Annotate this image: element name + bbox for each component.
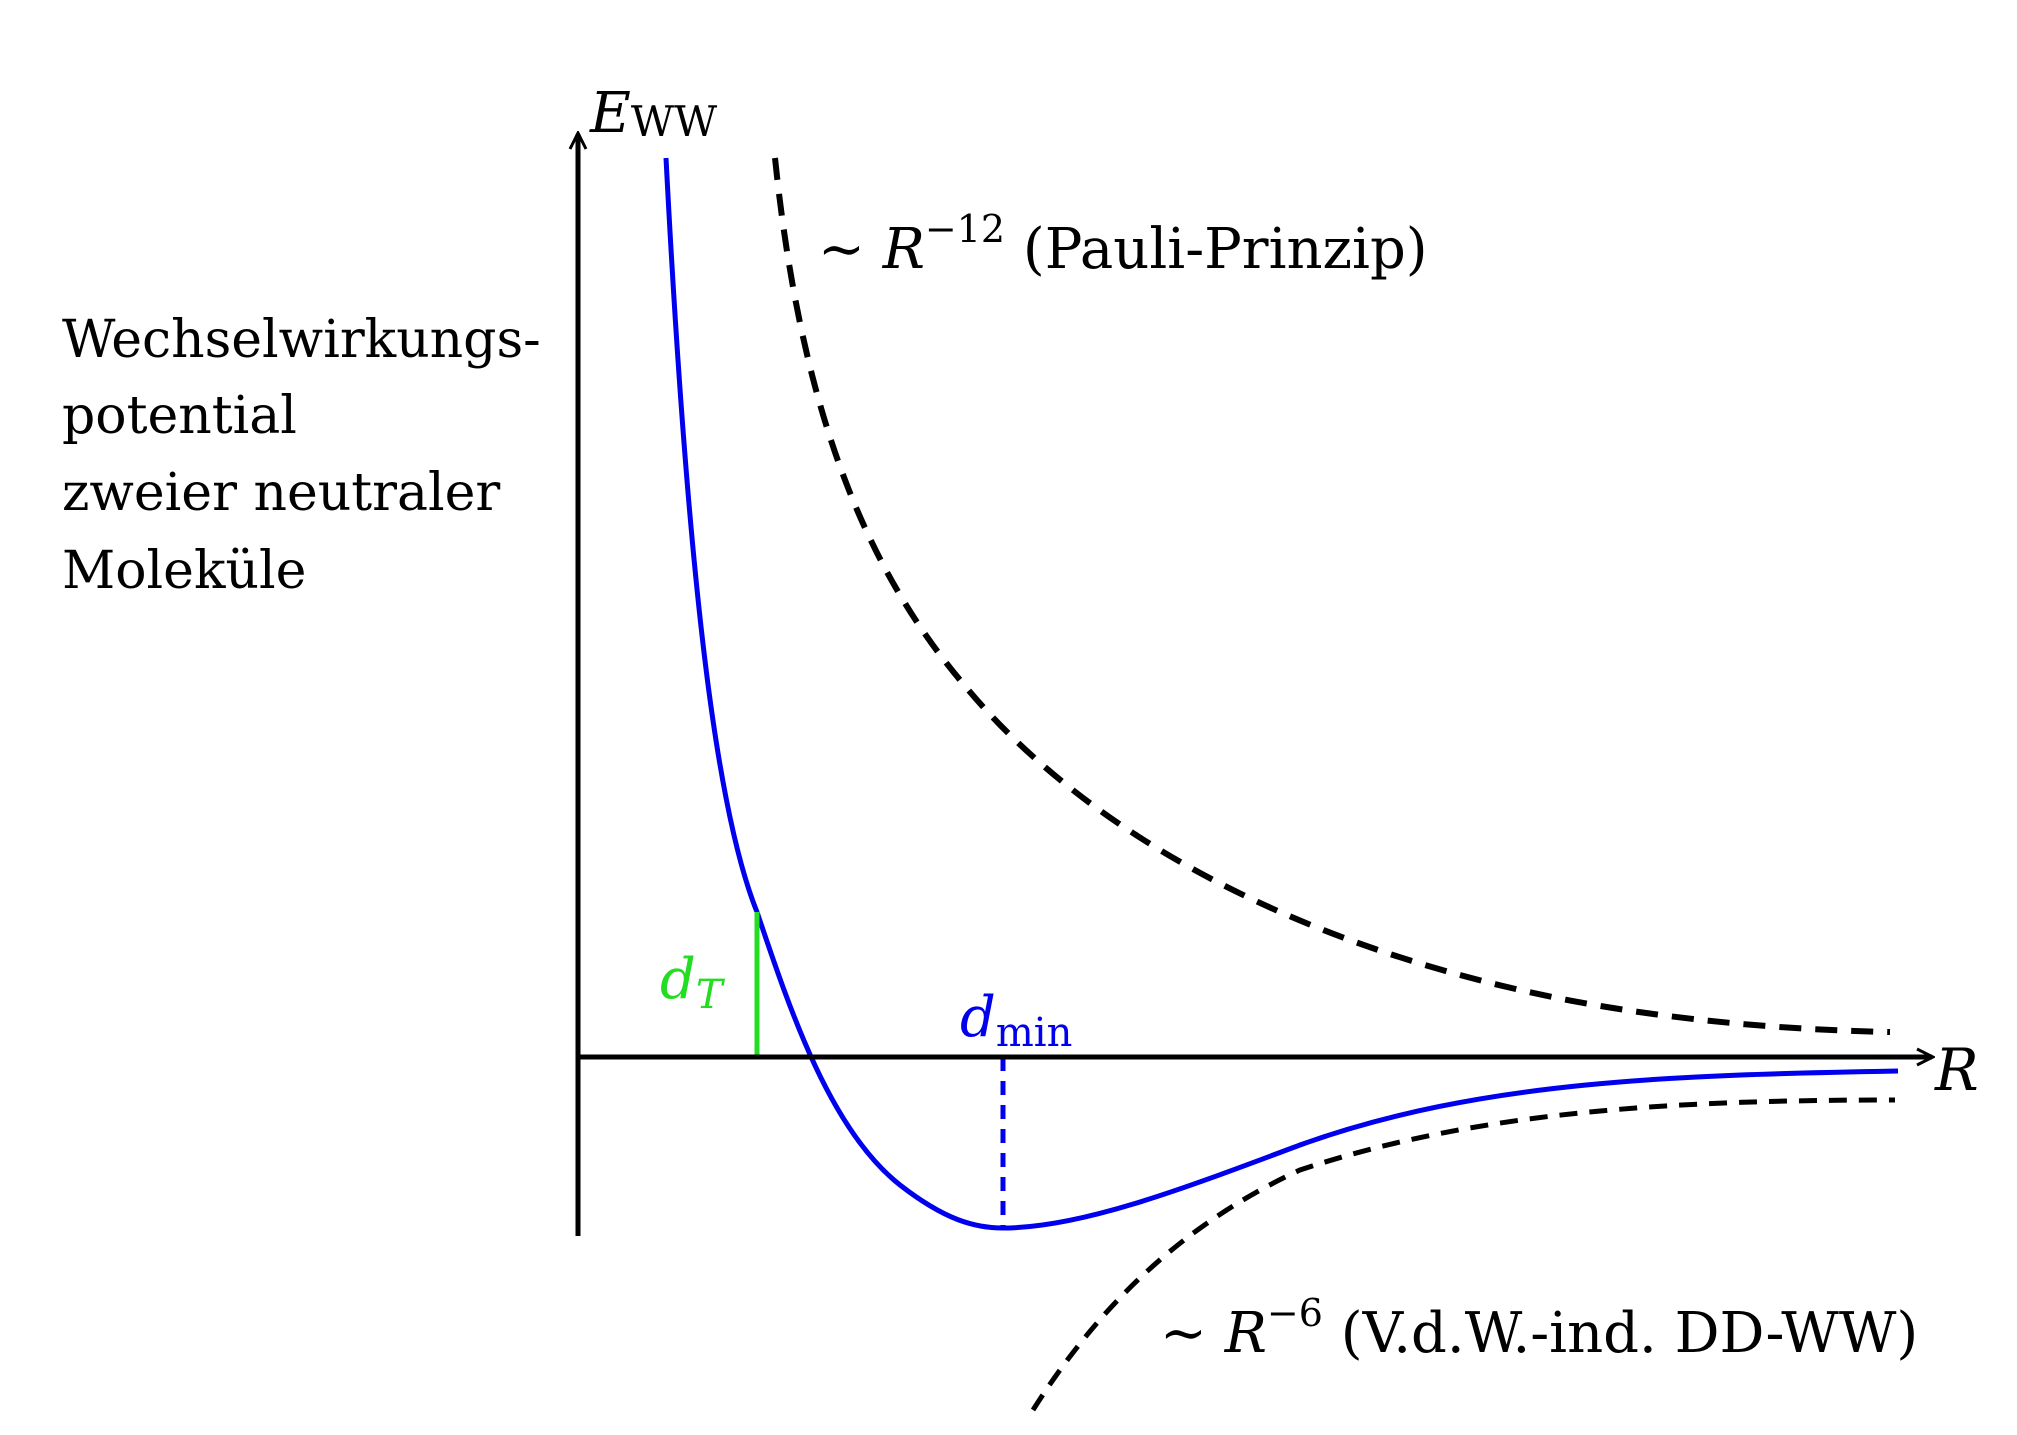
x-axis-label: R (1934, 1036, 1979, 1104)
repulsive-asymptote-curve (772, 157, 1891, 1035)
side-text-line-4: Moleküle (62, 541, 306, 601)
potential-curve (663, 157, 1899, 1231)
side-text-line-1: Wechselwirkungs- (62, 310, 541, 370)
attractive-annotation: ∼ R−6 (V.d.W.-ind. DD-WW) (1160, 1291, 1918, 1366)
side-text-line-3: zweier neutraler (62, 463, 500, 523)
attractive-asymptote-curve (1030, 1097, 1896, 1412)
d-t-label: dT (660, 947, 726, 1018)
side-text-line-2: potential (62, 386, 297, 446)
repulsive-annotation: ∼ R−12 (Pauli-Prinzip) (818, 207, 1428, 282)
d-min-label: dmin (960, 985, 1072, 1056)
y-axis-label: EWW (589, 81, 718, 146)
